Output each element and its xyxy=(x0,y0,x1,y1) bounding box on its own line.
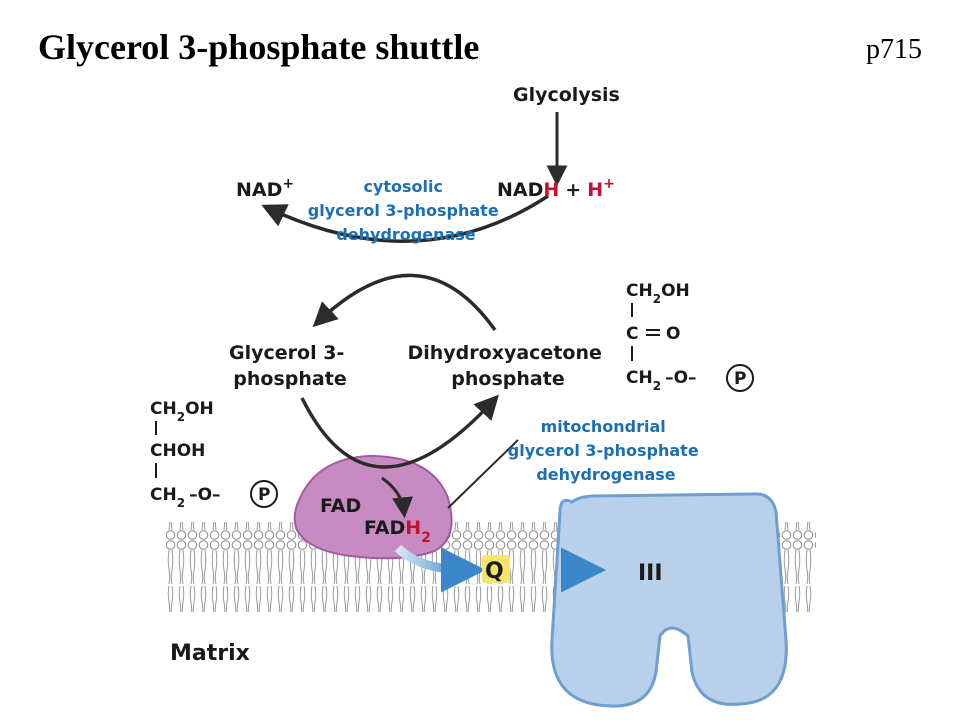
svg-text:CH2OH: CH2OH xyxy=(150,399,214,424)
glycerol-3-phosphate-structure: CH2OH CHOH CH2–O– P xyxy=(150,399,278,510)
glycolysis-label: Glycolysis xyxy=(513,84,620,106)
svg-text:O: O xyxy=(666,324,680,344)
mitochondrial-enzyme-label: mitochondrial glycerol 3-phosphate dehyd… xyxy=(508,417,705,484)
svg-text:C: C xyxy=(626,324,638,344)
dhap-structure: CH2OH C O CH2–O– P xyxy=(626,281,754,393)
svg-text:CH2–O–: CH2–O– xyxy=(626,368,697,393)
fad-label: FAD xyxy=(320,495,361,517)
enzyme-pointer-line xyxy=(447,439,519,509)
fadh2-label: FADH2 xyxy=(364,517,431,546)
phosphate-icon xyxy=(250,480,278,508)
phosphate-icon xyxy=(726,364,754,392)
ubiquinone-label: Q xyxy=(485,559,504,584)
complex-iii-protein xyxy=(550,492,788,708)
nad-plus-label: NAD+ xyxy=(236,176,294,201)
matrix-label: Matrix xyxy=(170,641,250,666)
svg-text:CHOH: CHOH xyxy=(150,441,205,461)
q-highlight xyxy=(482,555,510,583)
svg-text:CH2–O–: CH2–O– xyxy=(150,485,221,510)
page-reference: p715 xyxy=(866,34,922,65)
page-title: Glycerol 3-phosphate shuttle xyxy=(38,27,480,67)
fadh2-to-q-flow xyxy=(394,544,486,593)
svg-text:CH2OH: CH2OH xyxy=(626,281,690,306)
svg-text:P: P xyxy=(734,369,746,389)
dihydroxyacetone-phosphate-label: Dihydroxyacetone phosphate xyxy=(407,342,608,390)
dhap-to-g3p-arrow xyxy=(312,273,497,332)
nadh-to-nad-arrow xyxy=(261,194,549,243)
cytosolic-enzyme-label: cytosolic glycerol 3-phosphate dehydroge… xyxy=(308,177,505,244)
g3p-to-dhap-arrow xyxy=(300,394,499,469)
complex-iii-label: III xyxy=(638,561,663,586)
svg-text:P: P xyxy=(258,485,270,505)
nadh-label: NADH+H+ xyxy=(497,176,615,201)
fad-to-fadh2-arrow xyxy=(381,476,413,519)
glycerol-3-phosphate-label: Glycerol 3- phosphate xyxy=(229,342,351,390)
mitochondrial-enzyme-protein xyxy=(293,454,453,560)
